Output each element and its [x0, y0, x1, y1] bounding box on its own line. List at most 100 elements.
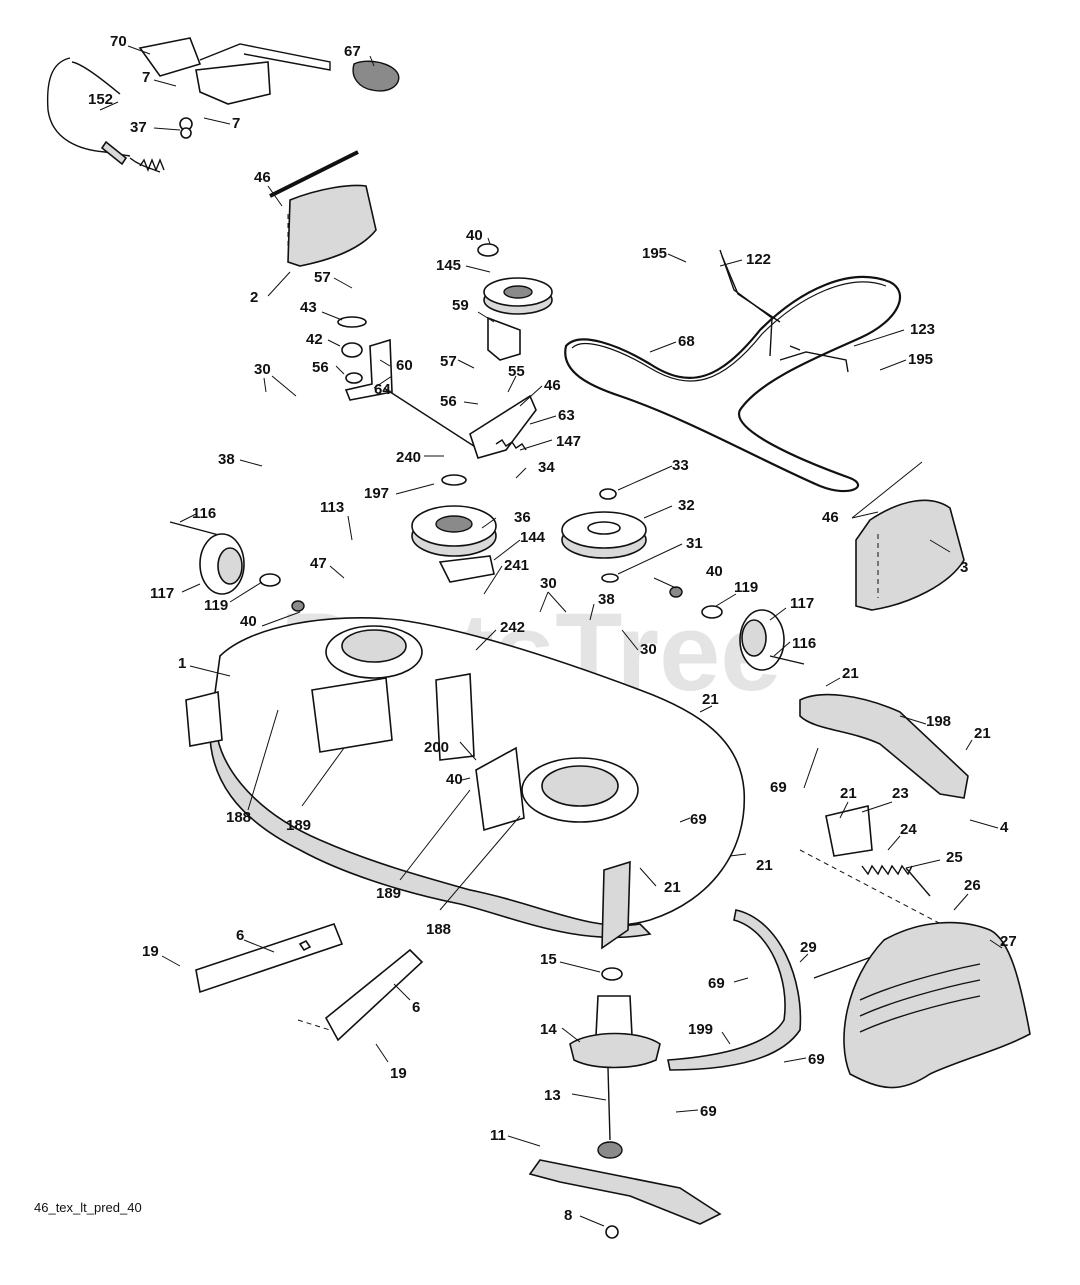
callout-242: 242: [500, 619, 525, 636]
callout-117b: 117: [790, 595, 814, 612]
callout-38b: 38: [598, 591, 615, 608]
callout-19a: 19: [142, 943, 159, 960]
callout-69a: 69: [770, 779, 787, 796]
callout-188a: 188: [226, 809, 251, 826]
gauge-wheel-left: [169, 521, 305, 612]
callout-70: 70: [110, 33, 127, 50]
callout-241: 241: [504, 557, 529, 574]
callout-42: 42: [306, 331, 323, 348]
callout-29: 29: [800, 939, 817, 956]
callout-144: 144: [520, 529, 546, 546]
spindle-14: [569, 967, 661, 1159]
callout-188b: 188: [426, 921, 451, 938]
callout-23: 23: [892, 785, 909, 802]
callout-4: 4: [1000, 819, 1009, 836]
belt-guard-2: [269, 150, 377, 267]
callout-189a: 189: [286, 817, 311, 834]
callout-59: 59: [452, 297, 469, 314]
callout-21f: 21: [664, 879, 681, 896]
callout-6b: 6: [412, 999, 420, 1016]
discharge-chute-27: [843, 921, 1031, 1089]
belt-cover-3: [855, 499, 965, 611]
callout-69e: 69: [700, 1103, 717, 1120]
callout-60: 60: [396, 357, 413, 374]
callout-7a: 7: [142, 69, 150, 86]
pulley-32: [561, 488, 647, 583]
callout-119b: 119: [734, 579, 758, 596]
callout-40a: 40: [466, 227, 483, 244]
callout-113: 113: [320, 499, 344, 516]
callout-67: 67: [344, 43, 361, 60]
callout-69b: 69: [690, 811, 707, 828]
callout-25: 25: [946, 849, 963, 866]
gauge-wheel-right: [669, 586, 805, 671]
idler-pulley-145: [469, 243, 553, 459]
callout-2: 2: [250, 289, 258, 306]
pulley-36: [411, 474, 497, 583]
callout-26: 26: [964, 877, 981, 894]
callout-21c: 21: [974, 725, 991, 742]
callout-15: 15: [540, 951, 557, 968]
callout-40c: 40: [240, 613, 257, 630]
lift-link-lower: [297, 948, 424, 1042]
callout-63: 63: [558, 407, 575, 424]
belt-guides: [719, 249, 849, 373]
callout-40d: 40: [446, 771, 463, 788]
callout-198: 198: [926, 713, 951, 730]
leader-lines: [99, 45, 1003, 1227]
callout-46a: 46: [254, 169, 271, 186]
callout-46c: 46: [822, 509, 839, 526]
callout-34: 34: [538, 459, 555, 476]
chute-bracket: [799, 805, 961, 979]
drive-belt-68: [564, 275, 901, 493]
callout-69c: 69: [708, 975, 725, 992]
callout-47: 47: [310, 555, 327, 572]
callout-56a: 56: [312, 359, 329, 376]
callout-38a: 38: [218, 451, 235, 468]
callout-3: 3: [960, 559, 968, 576]
callout-152: 152: [88, 91, 113, 108]
callout-14: 14: [540, 1021, 557, 1038]
callout-116b: 116: [792, 635, 816, 652]
mower-deck-1: [185, 617, 746, 950]
callout-147: 147: [556, 433, 581, 450]
callout-145: 145: [436, 257, 461, 274]
callout-122: 122: [746, 251, 771, 268]
callout-36: 36: [514, 509, 531, 526]
callout-197: 197: [364, 485, 389, 502]
callout-24: 24: [900, 821, 917, 838]
callout-117a: 117: [150, 585, 174, 602]
diagram-caption: 46_tex_lt_pred_40: [34, 1200, 142, 1215]
callout-11: 11: [490, 1127, 506, 1144]
callout-40b: 40: [706, 563, 723, 580]
callout-43: 43: [300, 299, 317, 316]
callout-116a: 116: [192, 505, 216, 522]
blade-11: [528, 1159, 722, 1239]
callout-1: 1: [178, 655, 186, 672]
callout-57b: 57: [440, 353, 457, 370]
callout-64: 64: [374, 381, 391, 398]
callout-37: 37: [130, 119, 147, 136]
callout-189b: 189: [376, 885, 401, 902]
lift-lever-assembly: [46, 37, 400, 173]
baffle-198: [799, 693, 969, 799]
callout-32: 32: [678, 497, 695, 514]
callout-33: 33: [672, 457, 689, 474]
callout-19b: 19: [390, 1065, 407, 1082]
callout-6a: 6: [236, 927, 244, 944]
rear-bracket-199: [667, 909, 802, 1071]
callout-195b: 195: [908, 351, 933, 368]
callout-55: 55: [508, 363, 525, 380]
callout-30c: 30: [640, 641, 657, 658]
callout-31: 31: [686, 535, 703, 552]
callout-69d: 69: [808, 1051, 825, 1068]
callout-199: 199: [688, 1021, 713, 1038]
callout-119a: 119: [204, 597, 228, 614]
callout-123: 123: [910, 321, 935, 338]
callout-30b: 30: [540, 575, 557, 592]
callout-27: 27: [1000, 933, 1017, 950]
callout-68: 68: [678, 333, 695, 350]
callout-56b: 56: [440, 393, 457, 410]
